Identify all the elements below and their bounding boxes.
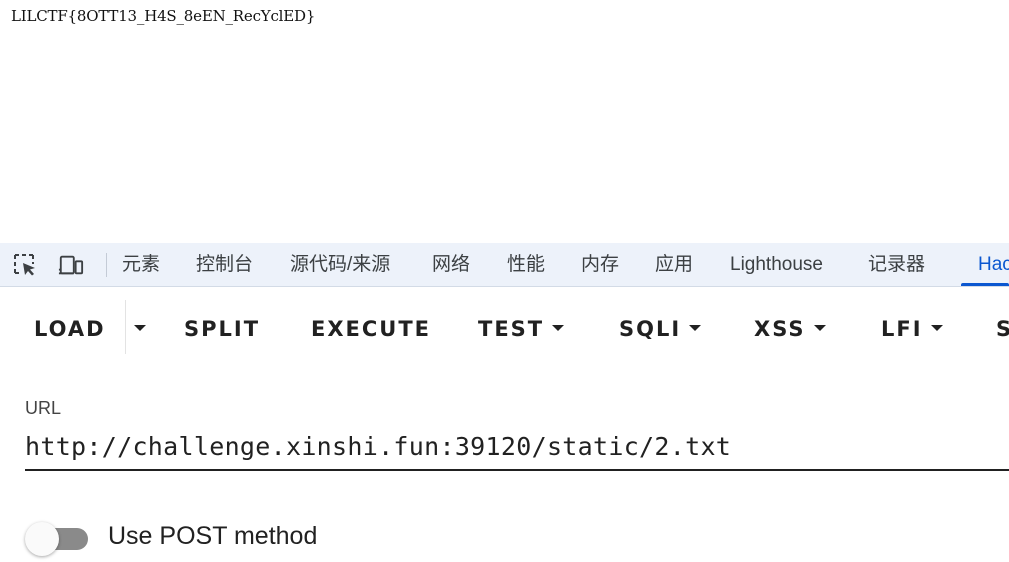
- test-menu-button[interactable]: TEST: [478, 314, 565, 344]
- execute-button[interactable]: EXECUTE: [311, 317, 432, 341]
- sqli-menu-button[interactable]: SQLI: [619, 314, 702, 344]
- active-tab-indicator: [961, 283, 1009, 286]
- inspect-element-icon[interactable]: [12, 252, 38, 278]
- lfi-menu-button[interactable]: LFI: [881, 314, 943, 344]
- tab-performance[interactable]: 性能: [507, 254, 546, 275]
- url-input-underline: [25, 469, 1009, 471]
- page-content: LILCTF{8OTT13_H4S_8eEN_RecYclED}: [0, 0, 1009, 243]
- url-input[interactable]: http://challenge.xinshi.fun:39120/static…: [25, 432, 732, 461]
- device-toolbar-icon[interactable]: [58, 252, 84, 278]
- test-menu-label: TEST: [478, 317, 545, 341]
- tab-console[interactable]: 控制台: [196, 254, 254, 275]
- split-button[interactable]: SPLIT: [184, 317, 261, 341]
- tab-application[interactable]: 应用: [655, 254, 694, 275]
- lfi-menu-label: LFI: [881, 317, 923, 341]
- tab-network[interactable]: 网络: [432, 254, 471, 275]
- partial-menu-button[interactable]: S: [996, 317, 1009, 341]
- tab-hackbar[interactable]: Hac: [978, 254, 1009, 275]
- tab-lighthouse[interactable]: Lighthouse: [730, 254, 823, 275]
- tab-elements[interactable]: 元素: [122, 254, 161, 275]
- chevron-down-icon: [689, 325, 702, 331]
- chevron-down-icon: [552, 325, 565, 331]
- tab-recorder[interactable]: 记录器: [868, 254, 926, 275]
- xss-menu-button[interactable]: XSS: [754, 314, 826, 344]
- chevron-down-icon: [813, 325, 826, 331]
- devtools-tabbar: 元素 控制台 源代码/来源 网络 性能 内存 应用 Lighthouse 记录器…: [0, 243, 1009, 287]
- post-toggle-label: Use POST method: [108, 522, 318, 550]
- load-button[interactable]: LOAD: [34, 317, 106, 341]
- url-label: URL: [25, 398, 62, 418]
- hackbar-toolbar: LOAD SPLIT EXECUTE TEST SQLI XSS LFI S: [0, 288, 1009, 368]
- sqli-menu-label: SQLI: [619, 317, 682, 341]
- chevron-down-icon: [930, 325, 943, 331]
- flag-text: LILCTF{8OTT13_H4S_8eEN_RecYclED}: [11, 7, 316, 25]
- load-dropdown-icon[interactable]: [134, 325, 146, 331]
- load-divider: [125, 300, 126, 354]
- tab-separator: [106, 253, 107, 277]
- tab-memory[interactable]: 内存: [581, 254, 620, 275]
- xss-menu-label: XSS: [754, 317, 806, 341]
- tab-sources[interactable]: 源代码/来源: [290, 254, 391, 275]
- post-toggle-thumb[interactable]: [25, 522, 59, 556]
